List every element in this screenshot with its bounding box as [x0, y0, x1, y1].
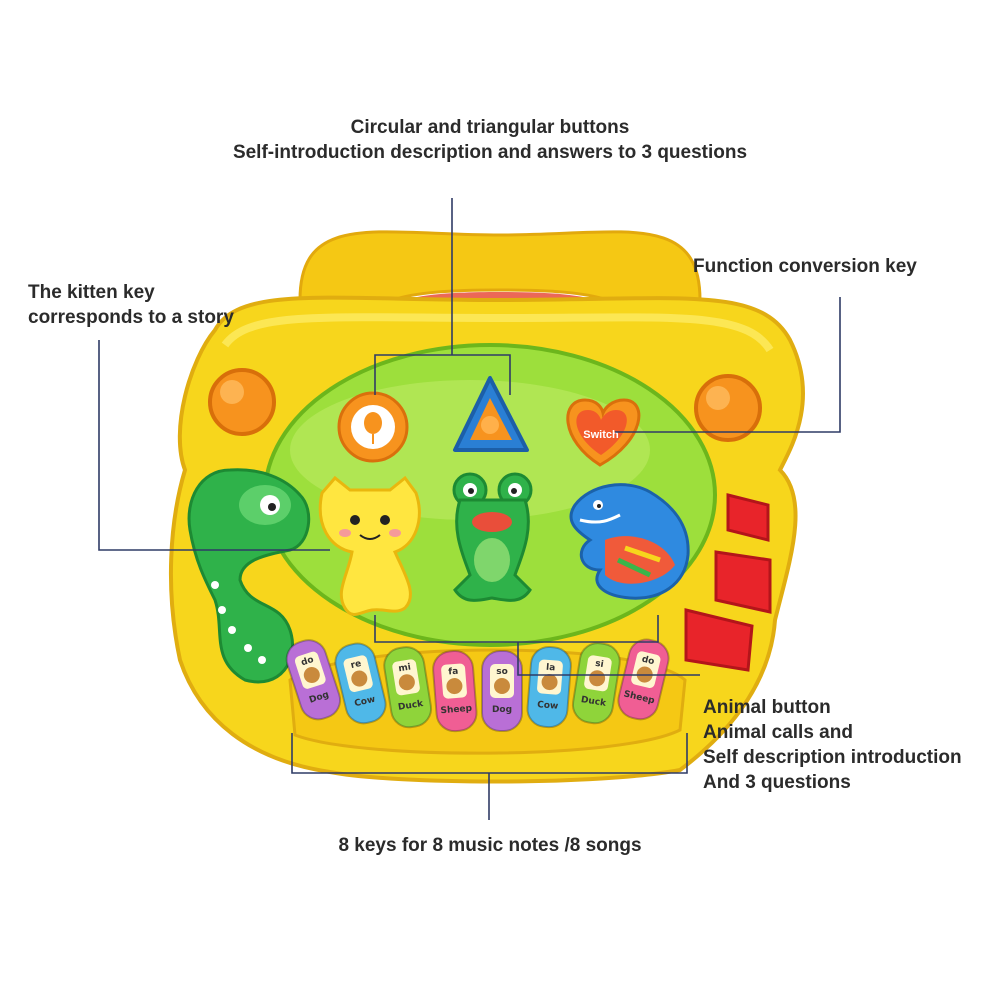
kitten-key[interactable]: [318, 475, 421, 616]
keys-callout: 8 keys for 8 music notes /8 songs: [338, 835, 642, 856]
kitten-callout: The kitten key corresponds to a story: [28, 280, 234, 330]
piano-key-animal: Sheep: [440, 704, 473, 716]
top-callout: Circular and triangular buttons Self-int…: [90, 115, 890, 165]
toy-handle: [298, 230, 702, 343]
animal-callout-line-3: Self description introduction: [703, 747, 962, 768]
dinosaur-key[interactable]: [187, 468, 311, 684]
piano-key-animal: Duck: [397, 699, 424, 713]
kitten-callout-line-1: The kitten key: [28, 282, 155, 303]
piano-key-note: si: [594, 659, 604, 670]
function-key-callout: Function conversion key: [693, 256, 917, 277]
piano-key-note: la: [546, 663, 556, 674]
switch-label: Switch: [583, 429, 619, 441]
left-side-button[interactable]: [208, 368, 276, 436]
dolphin-key[interactable]: [569, 483, 690, 600]
piano-key-animal: Dog: [492, 705, 512, 715]
top-callout-line-2: Self-introduction description and answer…: [232, 142, 748, 163]
animal-callout-line-2: Animal calls and: [703, 722, 853, 743]
piano-key-note: fa: [448, 667, 459, 678]
piano-keys: doDogreCowmiDuckfaSheepsoDoglaCowsiDuckd…: [282, 636, 670, 733]
animal-callout-line-4: And 3 questions: [703, 772, 851, 793]
top-callout-line-1: Circular and triangular buttons: [350, 117, 630, 138]
frog-key[interactable]: [452, 472, 533, 602]
red-light-bars: [684, 493, 772, 672]
piano-key-note: mi: [398, 663, 412, 675]
piano-key-animal: Duck: [580, 695, 607, 709]
kitten-callout-line-2: corresponds to a story: [28, 307, 234, 328]
animal-callout-line-1: Animal button: [703, 697, 831, 718]
piano-key-note: do: [641, 655, 656, 668]
piano-key-note: do: [300, 655, 315, 668]
callout-lines: [98, 198, 841, 820]
piano-key-note: so: [496, 667, 508, 677]
animal-button-callout: Animal button Animal calls and Self desc…: [703, 695, 962, 795]
piano-key-note: re: [350, 659, 363, 671]
piano-key-animal: Cow: [537, 700, 559, 712]
right-side-button[interactable]: [694, 374, 762, 442]
piano-key-animal: Cow: [354, 695, 377, 710]
